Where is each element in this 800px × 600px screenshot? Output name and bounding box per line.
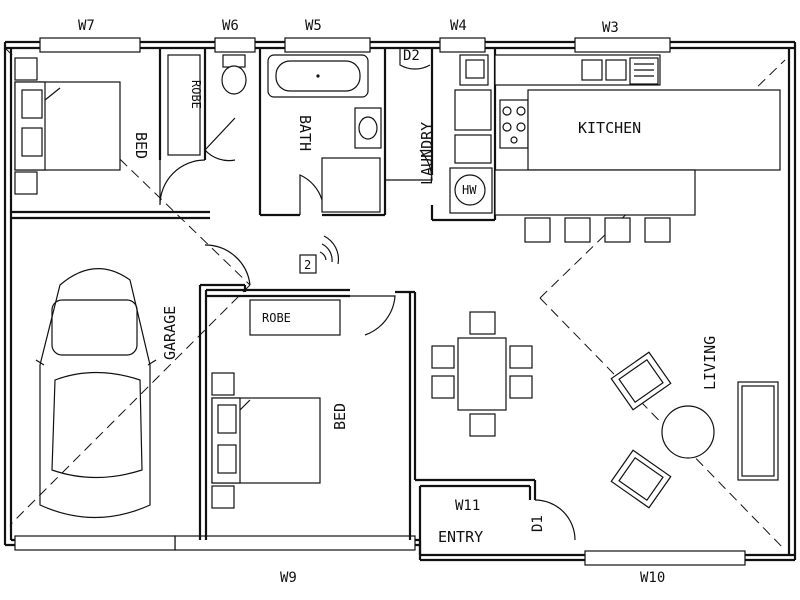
entry-label: ENTRY [438, 528, 483, 546]
window-w5-label: W5 [305, 18, 322, 34]
bed2-label: BED [331, 403, 349, 430]
kitchen-label: KITCHEN [578, 119, 641, 137]
laundry-label: LAUNDRY [418, 122, 436, 185]
doors [159, 48, 576, 541]
toilet [221, 54, 247, 95]
robe2-label: ROBE [262, 311, 291, 325]
wireless-sensor: 2 [299, 235, 340, 274]
door-d2-label: D2 [403, 48, 420, 64]
window-w4-label: W4 [450, 18, 467, 34]
robe-2: ROBE [249, 299, 341, 336]
bed1-label: BED [132, 132, 150, 159]
laundry: HW LAUNDRY [418, 54, 493, 214]
window-w7-label: W7 [78, 18, 95, 34]
bed-2: BED [211, 372, 349, 509]
living-label: LIVING [701, 336, 719, 390]
bath: BATH [267, 54, 382, 213]
window-w11-label: W11 [455, 498, 480, 514]
window-markers [14, 37, 746, 566]
robe1-label: ROBE [189, 80, 203, 109]
robe-1: ROBE [167, 54, 203, 156]
garage: GARAGE [35, 268, 179, 518]
door-d1-label: D1 [530, 515, 546, 532]
window-w9-label: W9 [280, 570, 297, 586]
bed-1: BED [14, 57, 150, 195]
window-w6-label: W6 [222, 18, 239, 34]
entry: ENTRY W11 [438, 498, 483, 546]
dining-table [431, 311, 533, 437]
bath-label: BATH [296, 115, 314, 151]
kitchen: KITCHEN [494, 54, 781, 243]
window-w10-label: W10 [640, 570, 665, 586]
living-furniture: LIVING [610, 336, 779, 509]
window-w3-label: W3 [602, 20, 619, 36]
sensor-label: 2 [304, 258, 311, 272]
garage-label: GARAGE [161, 306, 179, 360]
hw-label: HW [462, 183, 477, 197]
